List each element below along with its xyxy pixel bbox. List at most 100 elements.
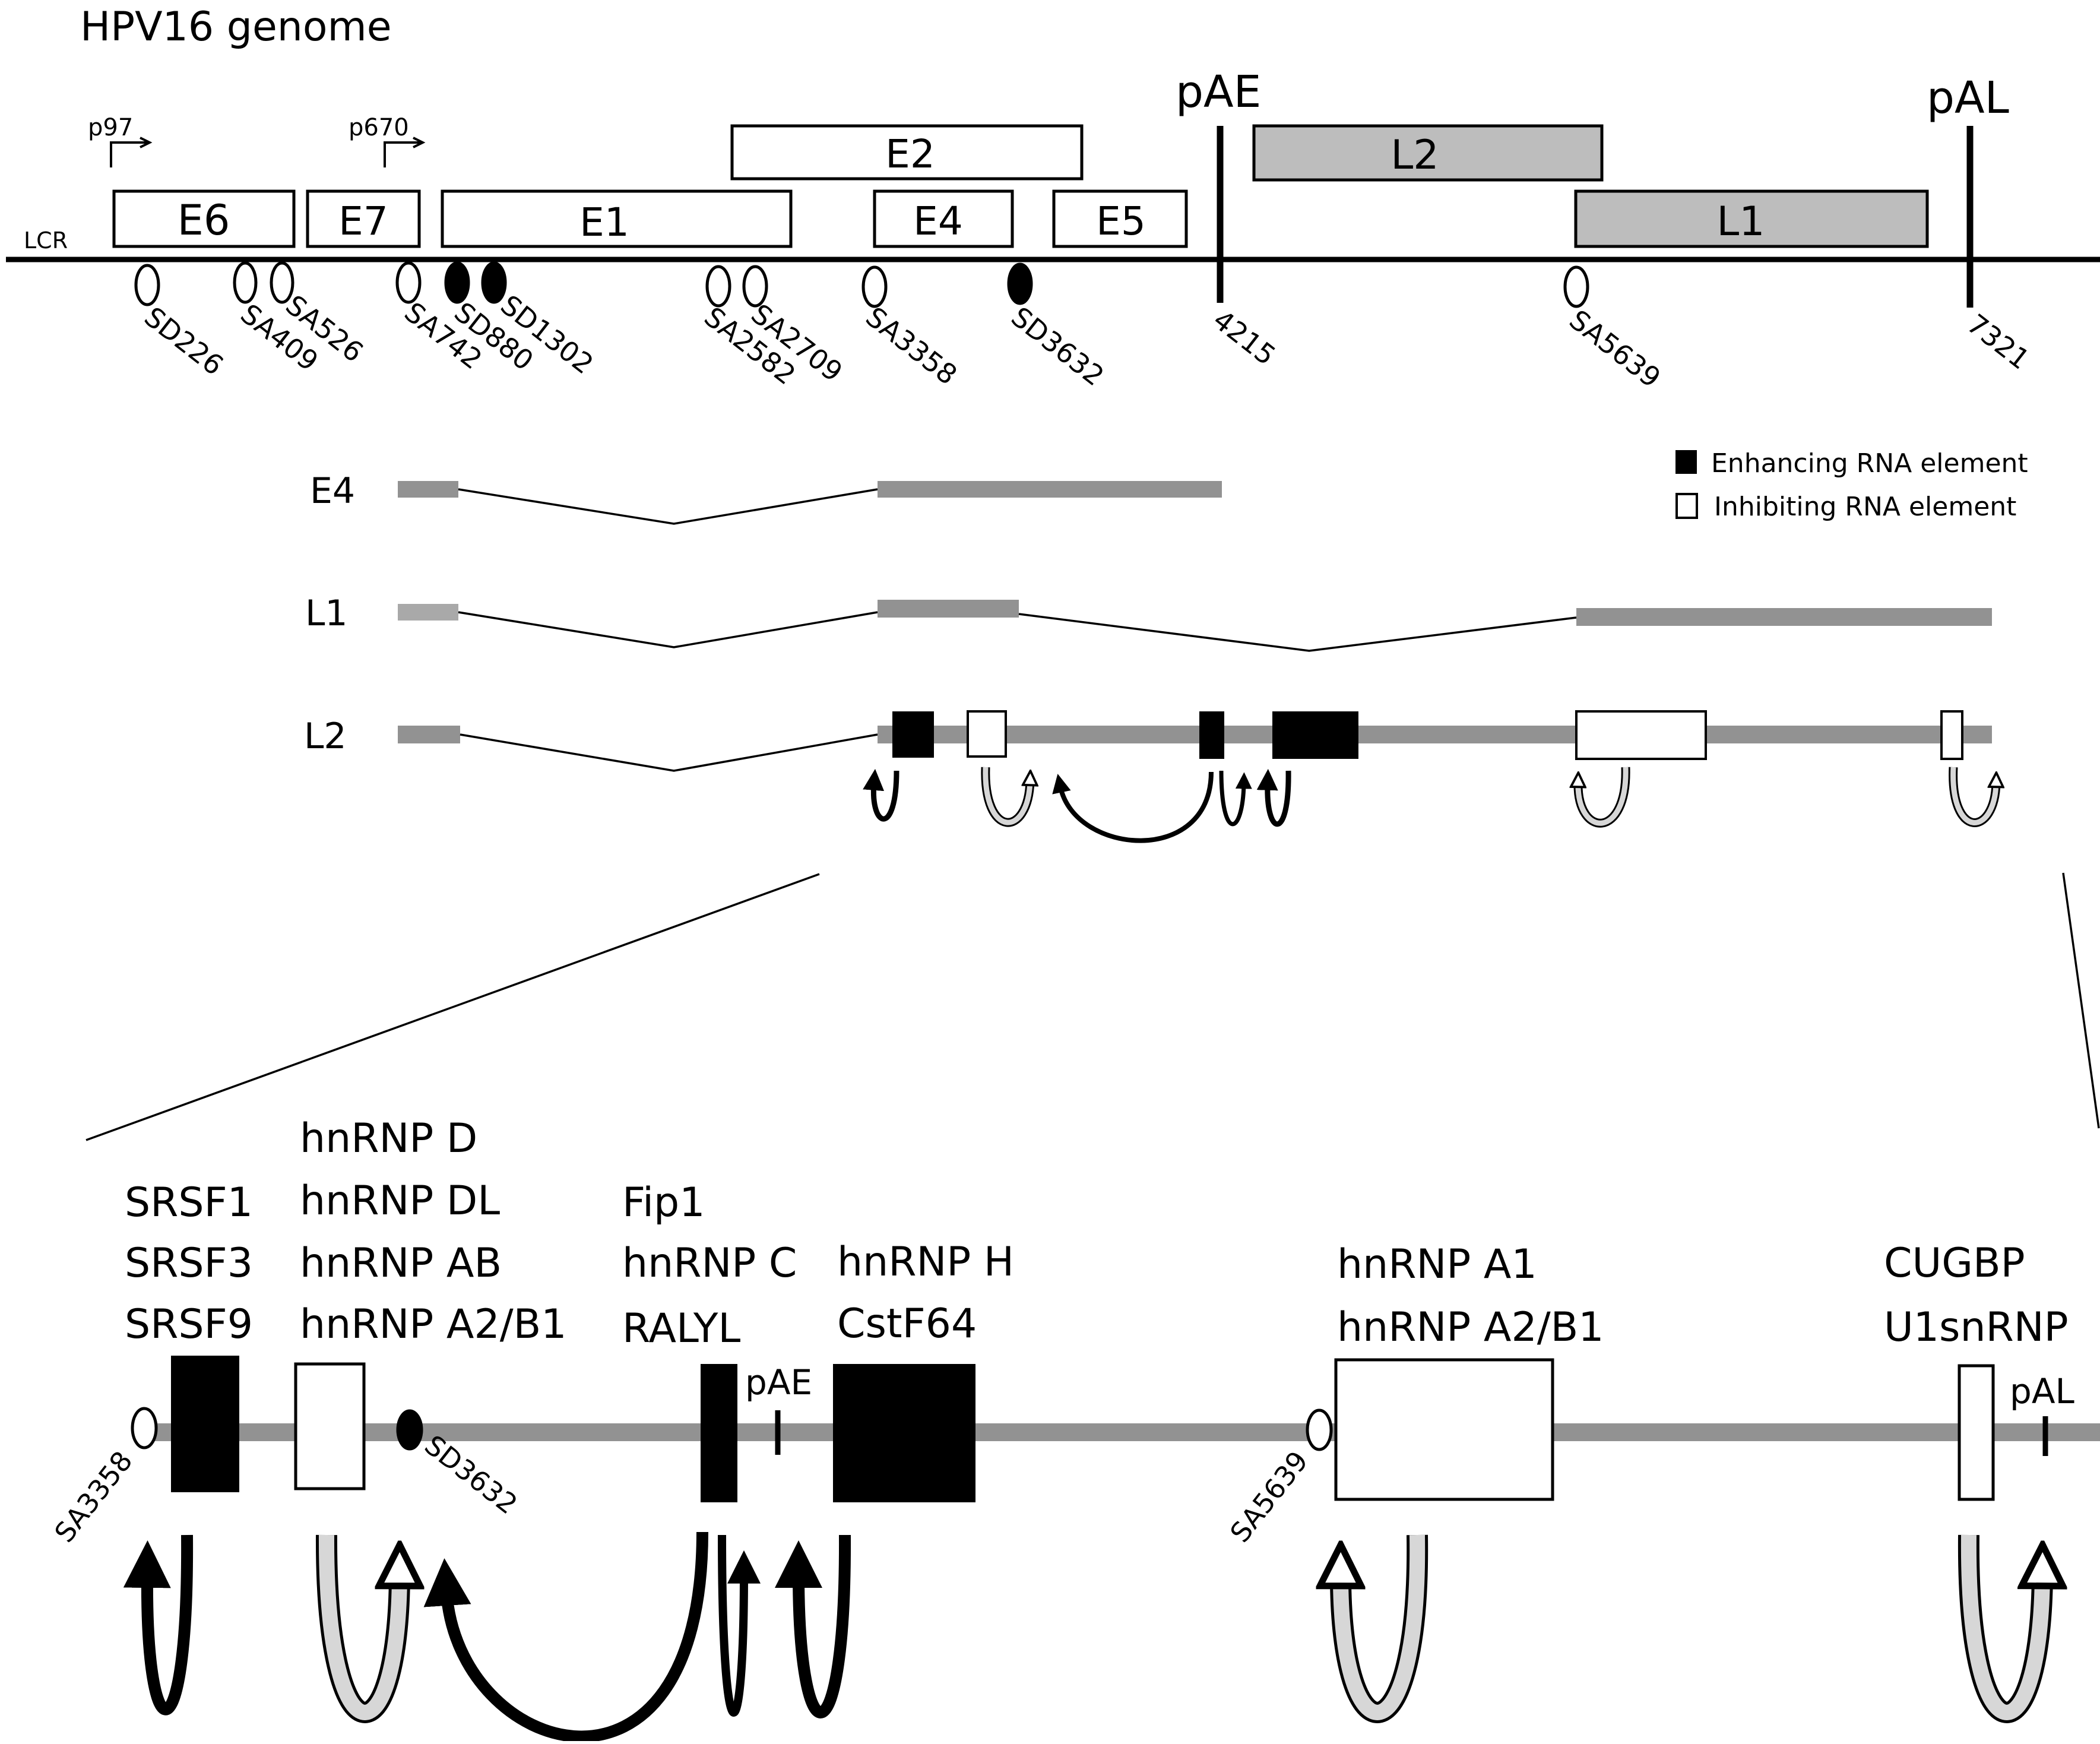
promoter-p670-label: p670 bbox=[349, 114, 409, 141]
factor-hnrnp-a2b1: hnRNP A2/B1 bbox=[300, 1301, 567, 1348]
site-sa3358-marker bbox=[861, 265, 888, 308]
site-sd3632-label: SD3632 bbox=[1005, 300, 1110, 392]
factors-hnrnp-a1: hnRNP A1 hnRNP A2/B1 bbox=[1337, 1241, 1604, 1351]
site-sa3358-label: SA3358 bbox=[860, 300, 963, 391]
gene-e5: E5 bbox=[1052, 189, 1188, 248]
site-sa2582-marker bbox=[705, 265, 731, 308]
zoom-site-sa3358-marker bbox=[131, 1407, 158, 1449]
factors-hnrnp-d: hnRNP D hnRNP DL hnRNP AB hnRNP A2/B1 bbox=[300, 1115, 567, 1348]
gene-e1-box bbox=[441, 189, 793, 248]
zoom-inhibitor-hnrnp-d bbox=[294, 1362, 366, 1490]
gene-e6: E6 bbox=[112, 189, 296, 248]
l2-inhibitor-1 bbox=[967, 710, 1007, 758]
splice-sites: SD226 SA409 SA526 SA742 SD880 SD1302 SA2… bbox=[134, 261, 1667, 394]
zoom-arrow-hnrnp-a1 bbox=[1341, 1534, 1426, 1720]
site-sd3632-marker bbox=[1007, 262, 1033, 305]
zoom-site-sd3632-marker bbox=[396, 1409, 423, 1451]
zoom-site-sd3632-label: SD3632 bbox=[419, 1429, 523, 1520]
factor-u1snrnp: U1snRNP bbox=[1884, 1304, 2069, 1351]
transcript-l1-exon-1 bbox=[398, 604, 458, 621]
transcript-l2-exon-2 bbox=[878, 726, 1992, 743]
gene-l1-label: L1 bbox=[1716, 198, 1765, 245]
gene-e1-label: E1 bbox=[579, 200, 629, 245]
l2-arrow-enhancer-3 bbox=[1256, 768, 1291, 827]
zoom-arrow-fip1 bbox=[718, 1534, 761, 1717]
zoom-enhancer-srsf bbox=[171, 1356, 239, 1492]
transcript-e4-exon-2 bbox=[878, 481, 1222, 498]
figure-title: HPV16 genome bbox=[80, 4, 392, 50]
site-sd226-marker bbox=[134, 264, 160, 306]
l2-enhancer-2 bbox=[1199, 711, 1224, 759]
zoom-enhancer-fip1 bbox=[701, 1364, 737, 1502]
site-sd1302-marker bbox=[481, 261, 507, 304]
gene-e4-box bbox=[873, 189, 1014, 248]
transcript-e4-label: E4 bbox=[310, 470, 355, 512]
zoom-polya-pae-label: pAE bbox=[745, 1362, 812, 1403]
gene-e5-box bbox=[1052, 189, 1188, 248]
zoom-arrow-hnrnp-h bbox=[775, 1534, 851, 1718]
site-sa742-marker bbox=[395, 261, 422, 304]
promoter-p97-label: p97 bbox=[88, 114, 133, 141]
factor-hnrnp-dl: hnRNP DL bbox=[300, 1178, 500, 1224]
transcript-l2-exon-1 bbox=[398, 726, 460, 743]
gene-e6-label: E6 bbox=[178, 196, 230, 245]
gene-e7: E7 bbox=[306, 189, 421, 248]
factors-hnrnp-h: hnRNP H CstF64 bbox=[837, 1239, 1014, 1347]
factor-srsf9: SRSF9 bbox=[125, 1301, 253, 1348]
transcript-l1-intron-2 bbox=[1018, 613, 1577, 652]
factors-fip1: Fip1 hnRNP C RALYL bbox=[622, 1179, 797, 1352]
transcript-l1-exon-3 bbox=[1576, 608, 1992, 626]
factor-srsf1: SRSF1 bbox=[125, 1179, 253, 1226]
polya-pal-label: pAL bbox=[1927, 72, 2009, 124]
transcript-l1-intron-1 bbox=[458, 611, 878, 648]
factor-ralyl: RALYL bbox=[622, 1305, 740, 1352]
factor-hnrnp-h: hnRNP H bbox=[837, 1239, 1014, 1286]
transcript-e4: E4 bbox=[310, 470, 1222, 525]
l2-arrow-inhibitor-1 bbox=[983, 767, 1030, 825]
l2-enhancer-1 bbox=[892, 711, 934, 758]
zoom-enhancer-hnrnp-h bbox=[833, 1364, 975, 1502]
factor-cugbp: CUGBP bbox=[1884, 1240, 2025, 1287]
transcript-l2-label: L2 bbox=[304, 716, 347, 757]
gene-e4: E4 bbox=[873, 189, 1014, 248]
zoom-guide-right bbox=[2062, 872, 2100, 1129]
zoom-polya-pal-label: pAL bbox=[2010, 1371, 2074, 1411]
zoom-arrow-hnrnp-d bbox=[318, 1534, 400, 1720]
transcript-l1-label: L1 bbox=[305, 593, 348, 634]
gene-l1: L1 bbox=[1574, 189, 1929, 248]
site-sa2709-marker bbox=[742, 265, 768, 308]
factor-hnrnp-a2b1-2: hnRNP A2/B1 bbox=[1337, 1304, 1604, 1351]
zoom-arrow-srsf bbox=[123, 1534, 194, 1715]
factor-hnrnp-ab: hnRNP AB bbox=[300, 1240, 502, 1287]
transcript-e4-exon-1 bbox=[398, 481, 458, 498]
zoom-guide-left bbox=[85, 873, 820, 1141]
zoom-site-sa5639-marker bbox=[1306, 1409, 1333, 1451]
l2-enhancer-3 bbox=[1272, 711, 1358, 759]
site-sd226-label: SD226 bbox=[138, 300, 229, 381]
site-sd880-marker bbox=[444, 261, 470, 304]
zoom-inhibitor-cugbp bbox=[1958, 1364, 1995, 1501]
l2-arrow-enhancer-1 bbox=[863, 768, 899, 822]
position-4215: 4215 bbox=[1207, 303, 1282, 372]
factor-hnrnp-a1: hnRNP A1 bbox=[1337, 1241, 1537, 1288]
transcript-l2: L2 bbox=[304, 710, 1996, 843]
zoom-site-sa3358-label: SA3358 bbox=[48, 1445, 139, 1549]
zoom-site-sa5639-label: SA5639 bbox=[1224, 1445, 1315, 1549]
factor-hnrnp-c: hnRNP C bbox=[622, 1240, 797, 1287]
l2-arrow-enhancer-2 bbox=[1219, 770, 1252, 827]
factor-hnrnp-d: hnRNP D bbox=[300, 1115, 477, 1162]
site-sa5639-label: SA5639 bbox=[1563, 303, 1667, 394]
gene-e2: E2 bbox=[730, 124, 1084, 181]
promoter-p670-arrow bbox=[384, 141, 420, 167]
factor-fip1: Fip1 bbox=[622, 1179, 705, 1226]
zoom-arrow-cugbp bbox=[1960, 1534, 2042, 1720]
gene-l2: L2 bbox=[1252, 124, 1604, 182]
gene-l1-box bbox=[1574, 189, 1929, 248]
promoter-p670-arrowhead bbox=[413, 137, 426, 148]
polya-pal: pAL 7321 bbox=[1927, 72, 2036, 376]
gene-e4-label: E4 bbox=[913, 198, 963, 244]
position-7321: 7321 bbox=[1961, 308, 2036, 376]
gene-e6-box bbox=[112, 189, 296, 248]
gene-e7-box bbox=[306, 189, 421, 248]
